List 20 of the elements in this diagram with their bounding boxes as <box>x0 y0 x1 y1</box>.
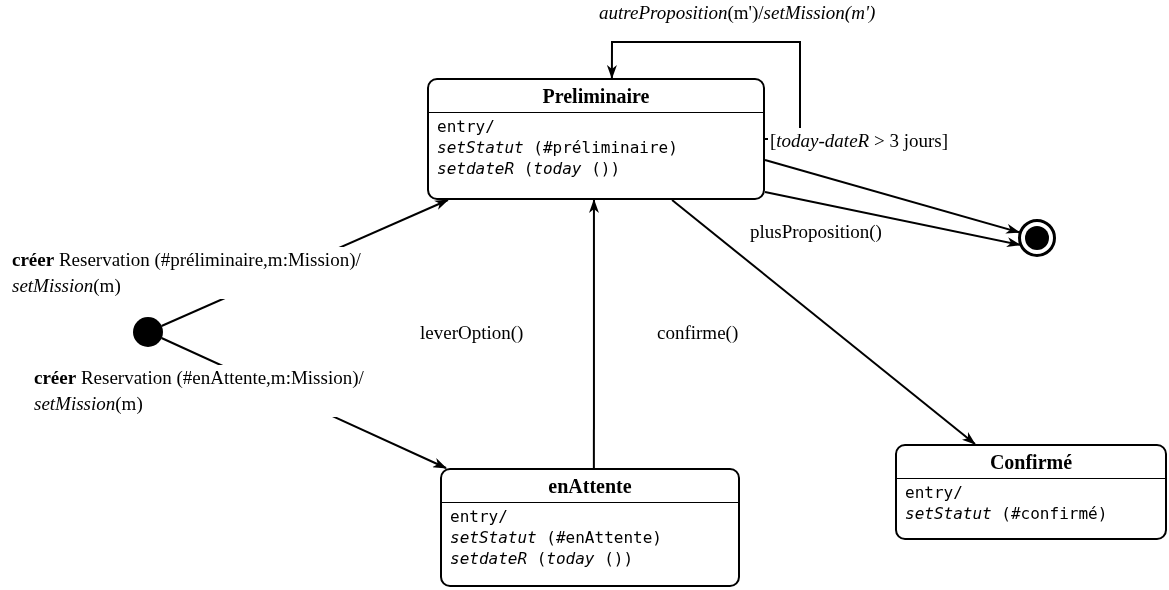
transition-arrow <box>588 199 599 469</box>
state-name: Preliminaire <box>542 85 650 107</box>
state-box <box>440 468 740 587</box>
state-action: setStatut (#confirmé) <box>905 503 1108 524</box>
state-action: setdateR (today ()) <box>437 158 621 179</box>
state-action: setStatut (#préliminaire) <box>437 137 678 158</box>
initial-state <box>133 317 163 347</box>
state-action: entry/ <box>905 482 963 503</box>
state-action: entry/ <box>437 116 495 137</box>
state-box <box>895 444 1167 540</box>
state-name: Confirmé <box>989 451 1073 473</box>
transition-arrow <box>606 41 801 140</box>
state-box <box>427 78 765 200</box>
final-state <box>1018 219 1056 257</box>
state-action: setdateR (today ()) <box>450 548 634 569</box>
state-action: entry/ <box>450 506 508 527</box>
edge-label: [today-dateR > 3 jours] <box>768 128 950 154</box>
transition-arrow <box>671 199 976 445</box>
state-action: setStatut (#enAttente) <box>450 527 662 548</box>
state-name: enAttente <box>548 475 632 497</box>
